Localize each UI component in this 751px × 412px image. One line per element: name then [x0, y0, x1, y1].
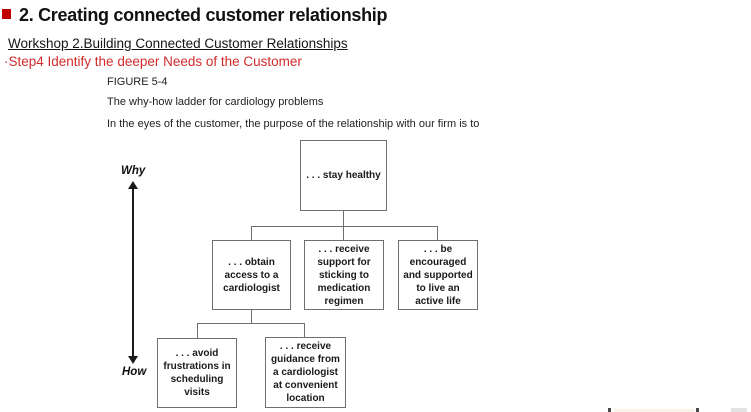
node-avoid-frustrations: . . . avoid frustrations in scheduling v… [157, 338, 237, 408]
bottom-placeholder-right-tick [696, 408, 699, 412]
connector-row2-middle-stub [343, 226, 344, 240]
node-stay-healthy: . . . stay healthy [300, 140, 387, 211]
node-encouraged-active-life: . . . be encouraged and supported to liv… [398, 240, 478, 310]
connector-row3-left-stub [197, 323, 198, 338]
step4-heading: ·Step4 Identify the deeper Needs of the … [4, 54, 302, 69]
node-medication-support: . . . receive support for sticking to me… [304, 240, 384, 310]
axis-vertical-line [132, 189, 134, 356]
page-title: 2. Creating connected customer relations… [19, 5, 388, 25]
connector-obtain-down [251, 310, 252, 323]
connector-row2-horizontal [251, 226, 438, 227]
axis-label-how: How [122, 366, 147, 378]
bottom-right-smudge [731, 408, 747, 412]
arrow-down-icon [128, 356, 138, 364]
red-corner-marker [2, 9, 11, 19]
connector-root-down [343, 211, 344, 226]
node-obtain-access: . . . obtain access to a cardiologist [212, 240, 291, 310]
bottom-placeholder-band [614, 409, 694, 412]
figure-label: FIGURE 5-4 [107, 76, 168, 88]
connector-row2-left-stub [251, 226, 252, 240]
connector-row3-horizontal [197, 323, 305, 324]
connector-row2-right-stub [437, 226, 438, 240]
workshop-link[interactable]: Workshop 2.Building Connected Customer R… [8, 36, 348, 51]
node-convenient-guidance: . . . receive guidance from a cardiologi… [265, 337, 346, 408]
figure-intro-text: In the eyes of the customer, the purpose… [107, 118, 480, 130]
bottom-placeholder-left-tick [608, 408, 611, 412]
connector-row3-right-stub [304, 323, 305, 337]
axis-label-why: Why [121, 165, 146, 177]
arrow-up-icon [128, 181, 138, 189]
figure-caption: The why-how ladder for cardiology proble… [107, 96, 324, 108]
